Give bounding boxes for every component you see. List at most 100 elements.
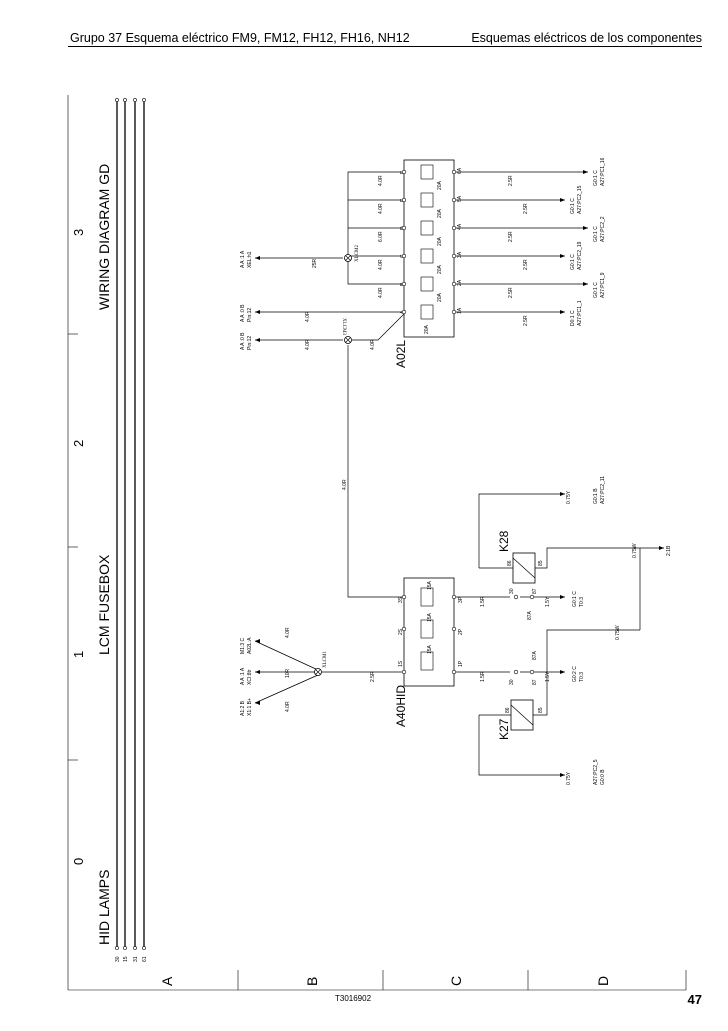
ref-line: G0:1 C: [593, 282, 599, 298]
wire-label: 4.0R: [305, 311, 311, 322]
hid-wiring: [254, 493, 664, 776]
wire-label: 1.5R: [480, 671, 486, 682]
relay-pin: 87A: [532, 650, 538, 660]
wire-label: 6.0R: [378, 231, 384, 242]
wire-label: 2.5R: [523, 203, 529, 214]
splice-label: XLCM1: [323, 651, 328, 668]
ref-line: Pin:12: [247, 336, 253, 350]
title-hid-lamps: HID LAMPS: [96, 870, 112, 945]
header-title-right: Esquemas eléctricos de los componentes: [471, 31, 702, 45]
ref-hid: G0:1 B A27:PC2_11: [593, 476, 606, 504]
relay-pin: 86: [505, 707, 511, 713]
splice-xlcm2: XLCM2: [344, 245, 360, 262]
ref-line: M1:3 C: [240, 637, 246, 654]
ref-line: G0:1 C: [593, 170, 599, 186]
fusebox-a02l: A02L 20A 20A 20A 20A 20A 20A F E D C B A…: [394, 159, 463, 368]
fuse-out-pin: 5A: [457, 195, 463, 202]
wire-label: 4.0R: [342, 479, 348, 490]
hid-pin-dots: [401, 594, 535, 675]
a02l-wiring: [255, 171, 588, 598]
ref-line: G0:1 C: [572, 591, 578, 607]
wire-label: 1.5Y: [545, 671, 551, 682]
ref-out: G0:1 C A27:PC1_9: [593, 272, 606, 298]
ref-hid: A27:PC2_5 G0:0 B: [593, 759, 606, 785]
fuse-out-pin: 3P: [458, 596, 464, 603]
row-letter: B: [304, 977, 320, 986]
column-number: 2: [71, 440, 86, 447]
drawing-code: T3016902: [334, 994, 372, 1003]
drawing-frame: [67, 95, 687, 991]
ref-line: A27:PC1_9: [600, 272, 606, 298]
ref-line: X1:1 B+: [247, 698, 253, 716]
relay-pin: 87A: [527, 610, 533, 620]
relay-k27-name: K27: [497, 718, 511, 740]
bus-label: 61: [142, 956, 148, 962]
ref-line: A27:PC2_15: [577, 185, 583, 214]
header-rule: [68, 46, 702, 47]
bus-label: 31: [133, 956, 139, 962]
ref-line: A1:2 B: [240, 700, 246, 716]
wire-label: 2.5R: [508, 231, 514, 242]
ref-line: G0:0 B: [600, 769, 606, 785]
ref-line: A27:PC2_19: [577, 241, 583, 270]
wire-label: 2.5R: [370, 671, 376, 682]
ref-out: G0:1 C A27:PC2_2: [593, 216, 606, 242]
ref-line: T0:3: [579, 672, 585, 682]
splice-label: XLCM2: [355, 245, 360, 262]
wire-label: 4.0R: [378, 287, 384, 298]
bus-label: 30: [115, 956, 121, 962]
ref-line: G0:2 C: [572, 666, 578, 682]
ref-left: A1:2 B X1:1 B+: [240, 698, 253, 716]
relay-pin: 30: [509, 588, 515, 594]
ref-line: Pin:12: [247, 308, 253, 322]
fuse-rating: 20A: [437, 180, 443, 190]
ref-left: M1:3 C A02L:A: [240, 637, 253, 654]
relay-pin: 85: [538, 560, 544, 566]
column-numbers: 0 1 2 3: [71, 229, 86, 865]
fuse-out-pin: 1P: [458, 660, 464, 667]
ref-top: A A :0 B Pin:12: [240, 332, 253, 350]
bus-terminals: [115, 98, 146, 950]
a02l-wire-labels: 4.0R 4.0R 6.0R 4.0R 4.0R 2.5R 2.5R 2.5R …: [240, 157, 606, 490]
ref-line: A27:PC2_5: [593, 759, 599, 785]
wire-label: 4.0R: [285, 627, 291, 638]
splice-xlcm3: XLCM3: [341, 318, 352, 344]
relay-labels: K28 K27: [497, 530, 511, 740]
ref-hid: G0:2 C T0:3: [572, 666, 585, 682]
ref-line: A02L:A: [247, 637, 253, 654]
bus-label: 15: [123, 956, 129, 962]
wire-label: 4.0R: [378, 203, 384, 214]
ref-line: A A :1 A: [240, 667, 246, 685]
fuse-in-pin: 1S: [398, 660, 404, 667]
wire-label: 25R: [312, 258, 318, 268]
relay-pin: 87: [532, 679, 538, 685]
fuse-rating: 20A: [424, 324, 430, 334]
ref-top: A A :1 A XEL:h1: [240, 250, 253, 268]
ref-line: G0:1 C: [570, 254, 576, 270]
bus-labels: 30 15 31 61: [115, 956, 148, 962]
ref-line: G0:1 C: [593, 226, 599, 242]
column-number: 1: [71, 651, 86, 658]
fuse-rating: 20A: [437, 236, 443, 246]
a02l-pin-dots: [401, 169, 457, 315]
wire-label: 10R: [285, 668, 291, 678]
ref-top: A A :0 B Pin:12: [240, 304, 253, 322]
title-wiring-diagram: WIRING DIAGRAM GD: [96, 164, 112, 310]
ref-hid: 2:1B: [666, 545, 672, 556]
wire-label: 0.75W: [632, 543, 638, 558]
fuse-out-pin: 2A: [457, 279, 463, 286]
fuse-rating: 15A: [427, 612, 433, 622]
wire-label: 4.0R: [378, 175, 384, 186]
title-lcm-fusebox: LCM FUSEBOX: [96, 554, 112, 655]
wire-label: 4.0R: [378, 259, 384, 270]
ref-line: 2:1B: [666, 545, 672, 556]
header-title-left: Grupo 37 Esquema eléctrico FM9, FM12, FH…: [70, 31, 410, 45]
ref-out: G0:1 C A27:PC2_19: [570, 241, 583, 270]
ref-line: D0:1 C: [570, 310, 576, 326]
fusebox-a40hid: A40HID 15A 15A 15A 3S 2S 1S 3P 2P 1P: [394, 577, 464, 727]
fuse-rating: 15A: [427, 580, 433, 590]
wire-label: 2.5R: [523, 259, 529, 270]
ref-left: A A :1 A XCI:8tr: [240, 667, 253, 685]
fuse-rating: 20A: [437, 292, 443, 302]
fuse-out-pin: 4A: [457, 223, 463, 230]
